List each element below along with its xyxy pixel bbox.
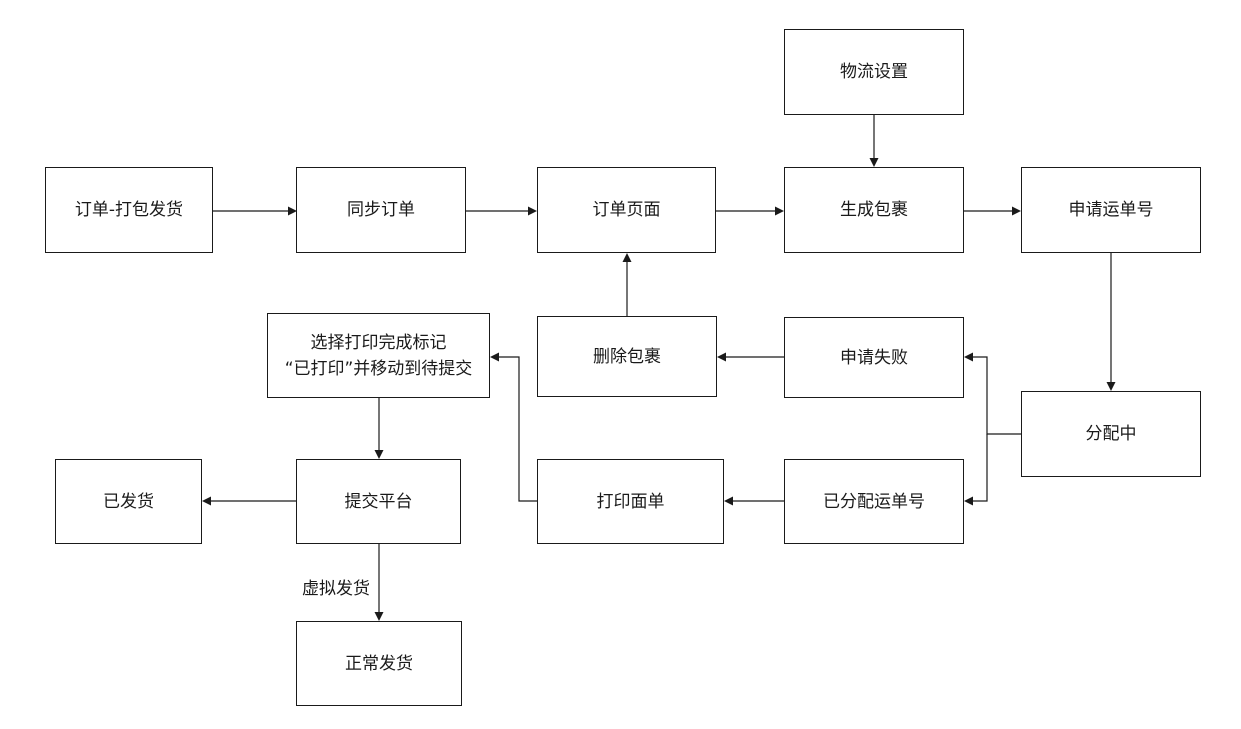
node-waybill-allocated: 已分配运单号 <box>784 459 964 544</box>
node-label: 正常发货 <box>345 653 413 674</box>
node-apply-failed: 申请失败 <box>784 317 964 398</box>
node-label: 删除包裹 <box>593 346 661 367</box>
node-label: 分配中 <box>1085 424 1137 444</box>
arrowhead <box>869 158 879 167</box>
arrowhead <box>724 496 733 506</box>
arrowhead <box>622 253 632 262</box>
arrowhead <box>775 206 784 216</box>
node-label: 同步订单 <box>347 200 415 220</box>
node-label: 提交平台 <box>344 491 413 512</box>
arrowhead <box>528 206 537 216</box>
node-logistics-settings: 物流设置 <box>784 29 964 115</box>
node-label: 申请运单号 <box>1068 200 1154 220</box>
arrowhead <box>717 352 726 362</box>
node-label: 已分配运单号 <box>823 491 925 512</box>
arrow-print-to-select <box>497 356 537 502</box>
node-label: 申请失败 <box>840 347 908 368</box>
node-label: 订单-打包发货 <box>74 200 184 220</box>
arrowhead <box>964 352 973 362</box>
node-sync-orders: 同步订单 <box>296 167 466 253</box>
node-order-page: 订单页面 <box>537 167 716 253</box>
arrowhead <box>288 206 297 216</box>
arrowhead <box>1106 382 1116 391</box>
node-normal-shipping: 正常发货 <box>296 621 462 706</box>
node-delete-package: 删除包裹 <box>537 316 717 397</box>
node-label: 生成包裹 <box>840 200 908 220</box>
node-label: 打印面单 <box>596 491 665 512</box>
node-label-line2: “已打印”并移动到待提交 <box>284 358 473 379</box>
arrowhead <box>202 496 211 506</box>
arrow-allocating-branch-2 <box>971 434 988 502</box>
arrowhead <box>374 450 384 459</box>
node-generate-package: 生成包裹 <box>784 167 964 253</box>
node-label-line1: 选择打印完成标记 <box>310 332 447 353</box>
node-order-pack-ship: 订单-打包发货 <box>45 167 213 253</box>
node-label: 订单页面 <box>592 200 661 220</box>
arrowhead <box>490 352 499 362</box>
arrowhead <box>1012 206 1021 216</box>
node-label-group: 选择打印完成标记 “已打印”并移动到待提交 <box>285 330 473 382</box>
node-select-print-complete: 选择打印完成标记 “已打印”并移动到待提交 <box>267 313 490 398</box>
node-label: 物流设置 <box>840 62 908 82</box>
arrowhead <box>964 496 973 506</box>
node-submit-platform: 提交平台 <box>296 459 461 544</box>
node-label: 已发货 <box>103 491 154 512</box>
edge-label-virtual-shipping: 虚拟发货 <box>302 574 370 599</box>
node-shipped: 已发货 <box>55 459 202 544</box>
node-allocating: 分配中 <box>1021 391 1201 477</box>
arrowhead <box>374 612 384 621</box>
node-print-label: 打印面单 <box>537 459 724 544</box>
node-apply-waybill: 申请运单号 <box>1021 167 1201 253</box>
arrow-allocating-branch <box>971 356 1021 435</box>
